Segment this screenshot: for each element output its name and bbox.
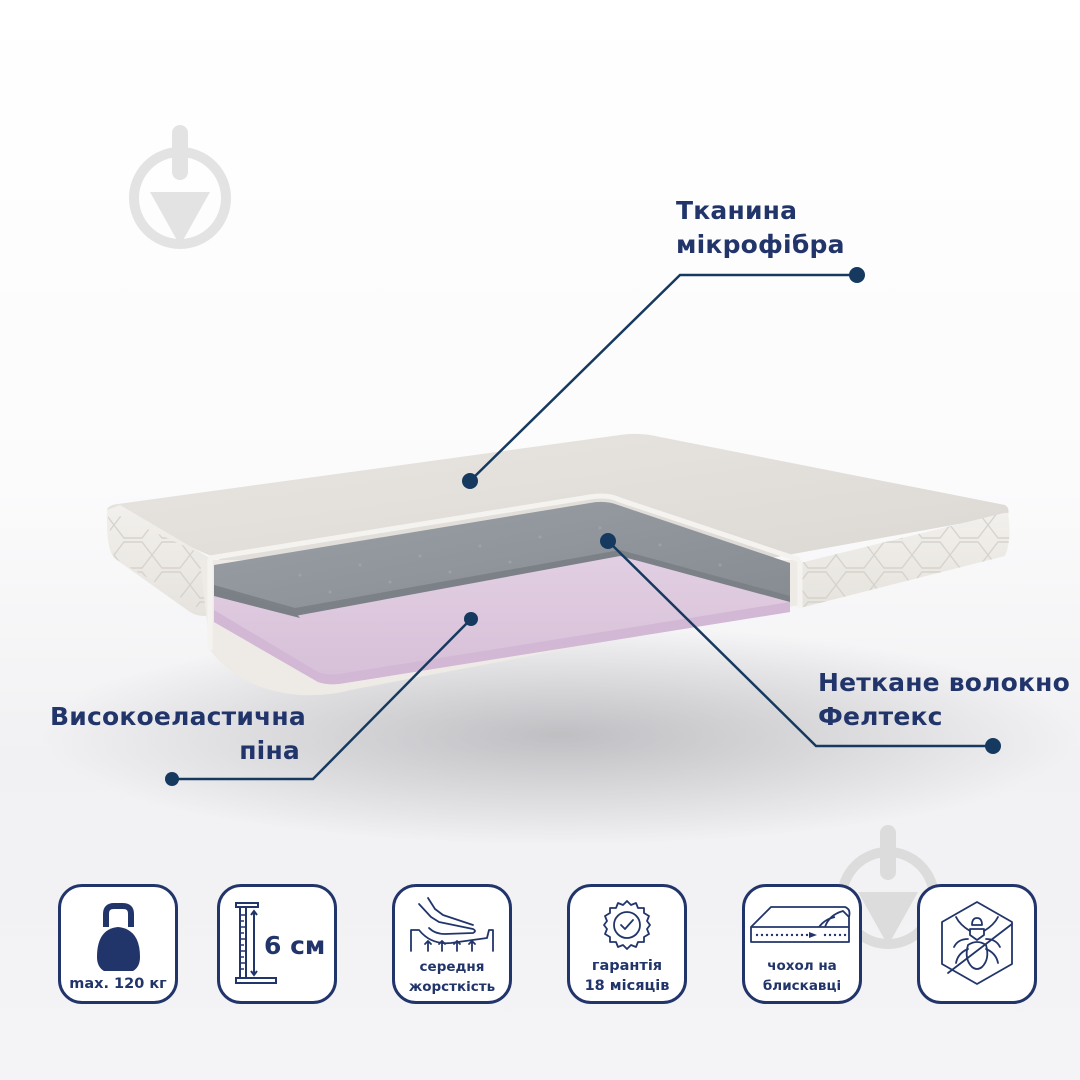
callout-line-foam xyxy=(172,618,472,781)
zipper-cover-icon xyxy=(750,906,851,943)
callout-label-foam: Високоеластична піна xyxy=(50,700,306,768)
feature-zipper-cover: чохол на блискавці xyxy=(742,884,862,1004)
callout-foam-line2: піна xyxy=(239,736,300,765)
feature-max-weight-text: max. 120 кг xyxy=(69,976,167,992)
warranty-badge-icon xyxy=(603,900,651,950)
feature-zipper-line1: чохол на xyxy=(767,958,837,974)
feature-warranty-line2: 18 місяців xyxy=(584,978,670,994)
feature-height: 6 см xyxy=(217,884,337,1004)
hand-pressing-mattress-icon xyxy=(410,897,494,952)
watermark-logo-icon xyxy=(129,125,231,249)
feature-height-text: 6 см xyxy=(264,931,326,960)
feature-warranty: гарантія 18 місяців xyxy=(567,884,687,1004)
callout-line-fabric xyxy=(469,273,857,482)
callout-foam-line1: Високоеластична xyxy=(50,702,306,731)
callout-line-felt xyxy=(607,540,993,748)
kettlebell-icon xyxy=(97,903,140,971)
mattress-cross-section-illustration xyxy=(106,267,1010,786)
feature-firmness-line1: середня xyxy=(419,959,485,975)
feature-anti-mite xyxy=(917,884,1037,1004)
callout-fabric-line2: мікрофібра xyxy=(676,230,845,259)
feature-zipper-line2: блискавці xyxy=(762,978,842,994)
anti-mite-icon xyxy=(941,901,1013,985)
callout-felt-line1: Нетканe волокно xyxy=(818,668,1071,697)
ruler-height-icon xyxy=(235,902,277,984)
callout-label-felt: Нетканe волокно Фелтекс xyxy=(818,666,1070,734)
feature-max-weight: max. 120 кг xyxy=(58,884,178,1004)
feature-warranty-line1: гарантія xyxy=(591,958,663,974)
feature-firmness-line2: жорсткість xyxy=(408,979,496,995)
callout-fabric-line1: Тканина xyxy=(676,196,798,225)
callout-felt-line2: Фелтекс xyxy=(818,702,943,731)
callout-label-fabric: Тканина мікрофібра xyxy=(676,194,845,262)
feature-medium-firmness: середня жорсткість xyxy=(392,884,512,1004)
